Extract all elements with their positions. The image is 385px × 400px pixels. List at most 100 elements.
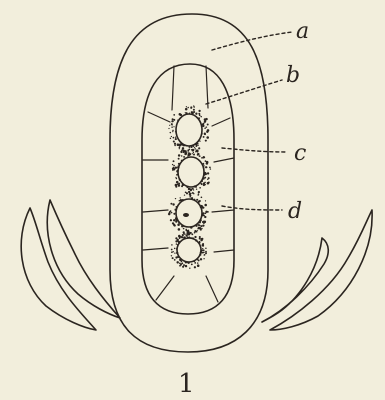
stipple-dot <box>176 261 178 263</box>
stipple-dot <box>207 211 209 213</box>
stipple-dot <box>171 255 172 256</box>
stipple-dot <box>202 224 204 226</box>
stipple-dot <box>173 213 175 215</box>
stipple-dot <box>202 243 204 245</box>
stipple-dot <box>198 147 200 149</box>
stipple-dot <box>192 153 193 154</box>
stipple-dot <box>191 111 193 113</box>
stipple-dot <box>204 216 206 218</box>
stipple-dot <box>194 147 195 148</box>
stipple-dot <box>207 124 209 126</box>
stipple-dot <box>199 187 201 189</box>
stipple-dot <box>171 212 173 214</box>
stipple-dot <box>172 257 174 259</box>
stipple-dot <box>185 229 187 231</box>
stipple-dot <box>194 236 196 238</box>
stipple-dot <box>176 181 179 184</box>
stipple-dot <box>171 120 173 122</box>
stipple-dot <box>201 196 203 198</box>
stipple-dot <box>200 239 202 241</box>
stipple-dot <box>204 157 206 159</box>
stipple-dot <box>170 138 171 139</box>
stipple-dot <box>205 140 206 141</box>
stipple-dot <box>196 199 198 201</box>
ovule-4 <box>177 238 201 262</box>
stipple-dot <box>197 145 199 147</box>
stipple-dot <box>184 233 186 235</box>
stipple-dot <box>186 235 188 237</box>
stipple-dot <box>172 118 174 120</box>
stipple-dot <box>181 150 183 152</box>
stipple-dot <box>193 109 195 111</box>
stipple-dot <box>176 243 177 244</box>
stipple-dot <box>207 179 208 180</box>
leader-c <box>222 148 286 152</box>
stipple-dot <box>206 136 209 139</box>
stipple-dot <box>188 188 190 190</box>
ovule-2 <box>178 157 204 187</box>
stipple-dot <box>187 107 189 109</box>
stipple-dot <box>173 251 174 252</box>
stipple-dot <box>200 225 202 227</box>
stipple-dot <box>170 203 172 205</box>
stipple-dot <box>179 147 181 149</box>
stipple-dot <box>174 248 176 250</box>
stipple-dot <box>198 193 200 195</box>
stipple-dot <box>175 219 176 220</box>
stipple-dot <box>203 258 204 259</box>
left-bract-inner <box>47 200 120 318</box>
stipple-dot <box>205 212 207 214</box>
stipple-dot <box>199 114 201 116</box>
stipple-dot <box>175 177 176 178</box>
stipple-dot <box>170 132 171 133</box>
stipple-dot <box>172 130 174 132</box>
stipple-dot <box>197 262 198 263</box>
stipple-dot <box>178 158 180 160</box>
stipple-dot <box>169 211 171 213</box>
stipple-dot <box>194 262 196 264</box>
stipple-dot <box>172 164 173 165</box>
stipple-dot <box>205 251 207 253</box>
stipple-dot <box>192 188 194 190</box>
stipple-dot <box>191 264 193 266</box>
stipple-dot <box>183 151 185 153</box>
stipple-dot <box>203 123 205 125</box>
stipple-dot <box>178 228 181 231</box>
stipple-dot <box>201 228 203 230</box>
stipple-dot <box>179 265 181 267</box>
stipple-dot <box>178 235 181 238</box>
right-bracts <box>262 210 372 330</box>
stipple-dot <box>173 165 175 167</box>
stipple-dot <box>210 168 211 169</box>
stipple-dot <box>204 221 207 224</box>
stipple-dot <box>174 252 175 253</box>
stipple-dot <box>173 114 175 116</box>
ovule-1 <box>176 114 202 146</box>
stipple-dot <box>183 228 185 230</box>
stipple-dot <box>193 105 194 106</box>
stipple-dot <box>173 225 174 226</box>
stipple-dot <box>171 244 173 246</box>
stipple-dot <box>174 145 176 147</box>
stipple-dot <box>198 113 200 115</box>
stipple-dot <box>197 264 200 267</box>
stipple-dot <box>205 166 207 168</box>
stipple-dot <box>181 186 183 188</box>
stipple-dot <box>204 204 207 207</box>
stipple-dot <box>183 264 185 266</box>
stipple-dot <box>173 126 174 127</box>
stipple-dot <box>194 148 196 150</box>
stipple-dot <box>199 225 201 227</box>
stipple-dot <box>175 240 177 242</box>
stipple-dot <box>209 167 211 169</box>
stipple-dot <box>187 151 188 152</box>
radial-cell-walls <box>143 66 234 302</box>
label-d: d <box>288 199 302 224</box>
stipple-dot <box>176 178 177 179</box>
stipple-dot <box>175 198 176 199</box>
stipple-dot <box>183 156 185 158</box>
stipple-dot <box>198 191 200 193</box>
stipple-dot <box>186 192 188 194</box>
stipple-dot <box>188 152 190 154</box>
